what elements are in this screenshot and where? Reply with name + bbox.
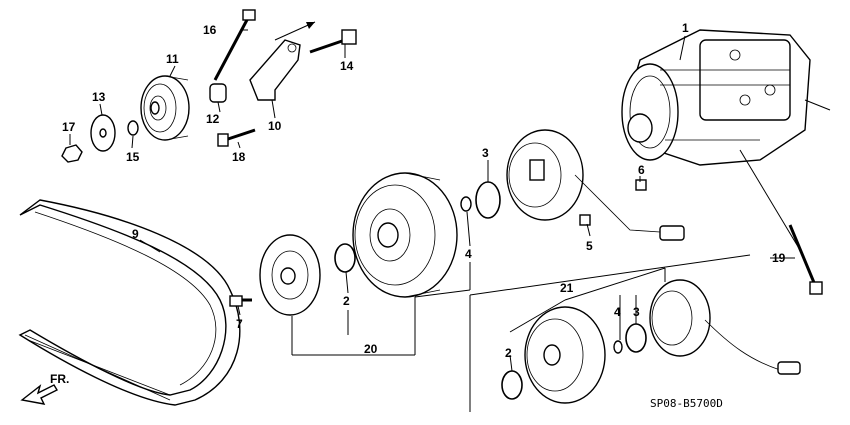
callout-2-lower: 2 [505, 346, 512, 360]
callout-18: 18 [232, 150, 246, 164]
callout-20: 20 [364, 342, 378, 356]
callout-2-upper: 2 [343, 294, 350, 308]
collar-12 [209, 83, 227, 103]
callout-16: 16 [203, 23, 217, 37]
callouts: 1 2 2 3 3 4 4 5 6 7 9 10 11 12 13 14 15 … [62, 21, 786, 360]
callout-15: 15 [126, 150, 140, 164]
callout-10: 10 [268, 119, 282, 133]
compressor [621, 29, 831, 166]
screw-6 [635, 179, 647, 191]
callout-21: 21 [560, 281, 574, 295]
front-label: FR. [50, 372, 69, 386]
callout-9: 9 [132, 227, 139, 241]
shim-4-upper [460, 196, 472, 212]
bolt-19 [788, 224, 823, 295]
front-arrow-icon [20, 384, 58, 405]
arrow-head [306, 22, 315, 29]
callout-1: 1 [682, 21, 689, 35]
callout-5: 5 [586, 239, 593, 253]
kit-21 [469, 254, 801, 412]
idler-pulley [140, 75, 190, 141]
bolt-18 [217, 128, 256, 147]
bolt-14 [309, 29, 357, 54]
callout-14: 14 [340, 59, 354, 73]
callout-11: 11 [166, 52, 179, 66]
diagram-code: SP08-B5700D [650, 397, 723, 410]
callout-17: 17 [62, 120, 76, 134]
drive-belt [18, 199, 241, 406]
callout-6: 6 [638, 163, 645, 177]
snap-ring-2-upper [334, 243, 356, 273]
callout-12: 12 [206, 112, 220, 126]
bolt-16 [213, 9, 256, 81]
callout-7: 7 [236, 317, 243, 331]
callout-3-upper: 3 [482, 146, 489, 160]
callout-13: 13 [92, 90, 106, 104]
washer-15 [127, 120, 139, 136]
callout-4-upper: 4 [465, 247, 472, 261]
callout-4-lower: 4 [614, 305, 621, 319]
callout-19: 19 [772, 251, 786, 265]
nut-17 [61, 144, 83, 163]
field-coil-upper [506, 129, 685, 241]
callout-3-lower: 3 [633, 305, 640, 319]
snap-ring-3-upper [475, 181, 501, 219]
leader-lines [69, 29, 801, 372]
bolt-7 [229, 295, 252, 307]
pressure-plate [259, 234, 321, 316]
front-direction-indicator: FR. [20, 372, 69, 405]
washer-13-hole [99, 128, 107, 138]
bracket-10 [249, 39, 301, 101]
clutch-pulley [352, 172, 458, 298]
bracket-hole [287, 43, 297, 53]
